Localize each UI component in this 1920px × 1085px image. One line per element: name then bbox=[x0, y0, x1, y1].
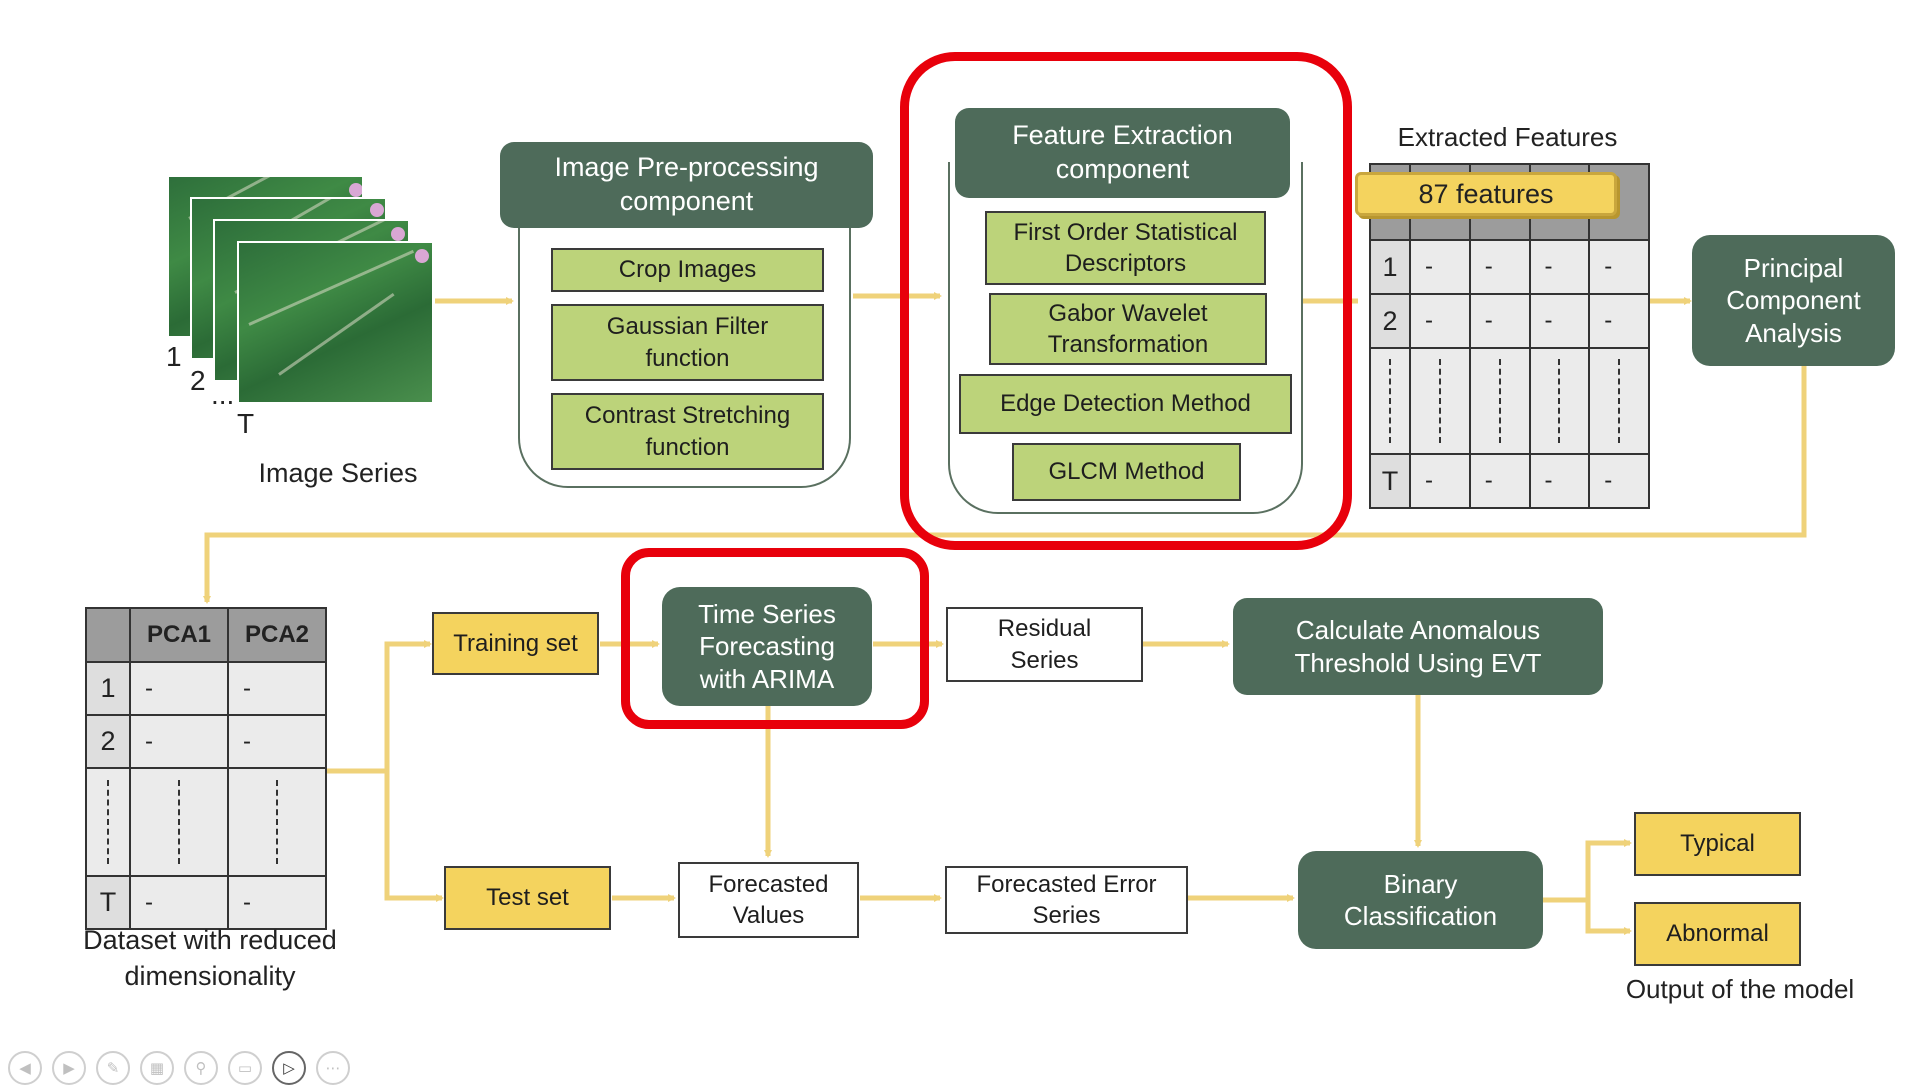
table-cell: - bbox=[1468, 239, 1531, 295]
table-cell: - bbox=[129, 661, 229, 716]
forecasted-error-node: Forecasted Error Series bbox=[945, 866, 1188, 934]
row-index: T bbox=[85, 875, 131, 930]
preprocessing-title: Image Pre-processing component bbox=[500, 142, 873, 228]
table-cell: - bbox=[227, 875, 327, 930]
reduced-dataset-table: PCA1 PCA2 1 - - 2 - - T - - bbox=[85, 607, 327, 930]
pca-node: Principal Component Analysis bbox=[1692, 235, 1895, 366]
table-cell: - bbox=[1588, 453, 1650, 509]
image-series-stack: 1 2 ... T bbox=[165, 175, 445, 439]
table-cell: - bbox=[1528, 453, 1591, 509]
row-index: 2 bbox=[1369, 293, 1411, 349]
table-cell: - bbox=[1588, 293, 1650, 349]
method-gabor-wavelet: Gabor Wavelet Transformation bbox=[989, 293, 1267, 365]
table-ellipsis-row bbox=[1369, 347, 1650, 455]
test-set-node: Test set bbox=[444, 866, 611, 930]
reduced-dataset-caption: Dataset with reduced dimensionality bbox=[83, 925, 337, 992]
method-edge-detection: Edge Detection Method bbox=[959, 374, 1292, 434]
table-row: 2 - - - - bbox=[1369, 293, 1650, 349]
frame-number-1: 1 bbox=[166, 341, 182, 372]
arrow-to-typical bbox=[1585, 839, 1632, 900]
frame-number-ellipsis: ... bbox=[211, 379, 235, 410]
arrow-to-test bbox=[384, 771, 444, 902]
table-cell: - bbox=[227, 661, 327, 716]
table-row: 1 - - bbox=[85, 661, 327, 716]
step-gaussian-filter: Gaussian Filter function bbox=[551, 304, 824, 381]
method-first-order-statistics: First Order Statistical Descriptors bbox=[985, 211, 1266, 285]
column-header-pca2: PCA2 bbox=[227, 607, 327, 663]
row-index: T bbox=[1369, 453, 1411, 509]
features-count-badge: 87 features bbox=[1355, 172, 1617, 216]
evt-threshold-node: Calculate Anomalous Threshold Using EVT bbox=[1233, 598, 1603, 695]
arrow-to-abnormal bbox=[1585, 900, 1632, 935]
training-set-node: Training set bbox=[432, 612, 599, 675]
table-row: 1 - - - - bbox=[1369, 239, 1650, 295]
extracted-features-title: Extracted Features bbox=[1397, 122, 1618, 152]
residual-series-node: Residual Series bbox=[946, 607, 1143, 682]
output-abnormal: Abnormal bbox=[1634, 902, 1801, 966]
table-cell: - bbox=[1468, 453, 1531, 509]
table-cell: - bbox=[1588, 239, 1650, 295]
step-crop-images: Crop Images bbox=[551, 248, 824, 292]
forecasted-values-node: Forecasted Values bbox=[678, 862, 859, 938]
arrow-to-training bbox=[384, 640, 432, 771]
arima-forecasting-node: Time Series Forecasting with ARIMA bbox=[662, 587, 872, 706]
column-header-pca1: PCA1 bbox=[129, 607, 229, 663]
output-caption: Output of the model bbox=[1625, 974, 1855, 1004]
table-cell: - bbox=[129, 714, 229, 769]
binary-classification-node: Binary Classification bbox=[1298, 851, 1543, 949]
highlight-arima bbox=[621, 548, 929, 729]
step-contrast-stretching: Contrast Stretching function bbox=[551, 393, 824, 470]
table-cell: - bbox=[1409, 453, 1471, 509]
row-index: 1 bbox=[85, 661, 131, 716]
slideshow-toolbar: ◀ ▶ ✎ ▦ ⚲ ▭ ▷ ⋯ bbox=[8, 1051, 350, 1085]
method-glcm: GLCM Method bbox=[1012, 443, 1241, 501]
image-series-label: Image Series bbox=[258, 458, 418, 488]
table-cell: - bbox=[129, 875, 229, 930]
table-row: T - - - - bbox=[1369, 453, 1650, 509]
table-row: T - - bbox=[85, 875, 327, 930]
table-row: 2 - - bbox=[85, 714, 327, 769]
row-index: 2 bbox=[85, 714, 131, 769]
table-cell: - bbox=[1528, 293, 1591, 349]
frame-number-T: T bbox=[237, 408, 255, 439]
output-typical: Typical bbox=[1634, 812, 1801, 876]
table-header-row: PCA1 PCA2 bbox=[85, 607, 327, 663]
table-cell: - bbox=[1409, 293, 1471, 349]
feature-extraction-title: Feature Extraction component bbox=[955, 108, 1290, 198]
table-cell: - bbox=[227, 714, 327, 769]
table-cell: - bbox=[1409, 239, 1471, 295]
row-index: 1 bbox=[1369, 239, 1411, 295]
table-cell: - bbox=[1528, 239, 1591, 295]
table-cell: - bbox=[1468, 293, 1531, 349]
table-ellipsis-row bbox=[85, 767, 327, 877]
satellite-image-frame bbox=[237, 241, 434, 404]
frame-number-2: 2 bbox=[190, 365, 206, 396]
highlight-feature-extraction bbox=[900, 52, 1352, 550]
